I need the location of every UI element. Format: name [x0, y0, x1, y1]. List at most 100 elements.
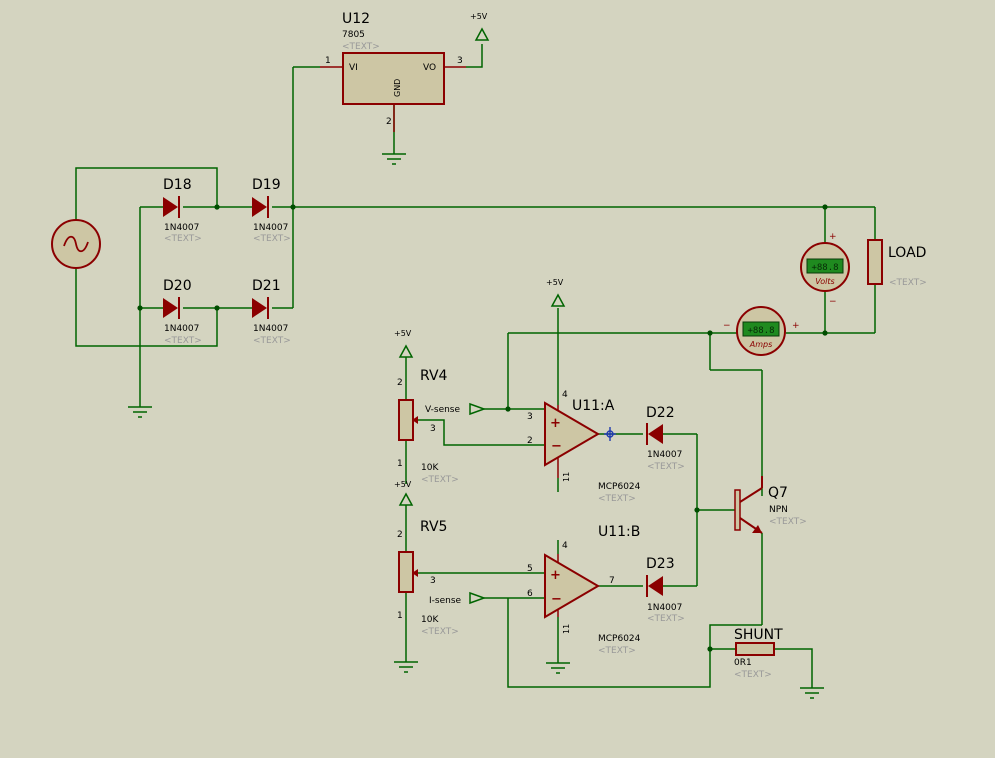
- rv5-pin2: 2: [397, 530, 403, 540]
- v-sense-label: V-sense: [425, 405, 460, 415]
- ac-source-icon[interactable]: [51, 219, 101, 269]
- net-label-v-sense[interactable]: V-sense: [425, 402, 487, 416]
- regulator-pin-vo: VO: [423, 63, 436, 73]
- potentiometer-rv4[interactable]: RV4 10K <TEXT> 2 1 3: [397, 368, 459, 485]
- opamp-b-ref: U11:B: [598, 524, 640, 540]
- shunt-resistor[interactable]: SHUNT 0R1 <TEXT>: [734, 627, 783, 680]
- potentiometer-rv5[interactable]: RV5 10K <TEXT> 2 1 3: [397, 519, 459, 637]
- junction-dots: [137, 204, 828, 652]
- diode-d22-text: <TEXT>: [647, 462, 685, 472]
- opamp-a-pin2: 2: [527, 436, 533, 446]
- rv4-text: <TEXT>: [421, 475, 459, 485]
- opamp-b-text: <TEXT>: [598, 646, 636, 656]
- diode-d20[interactable]: D20 1N4007 <TEXT>: [163, 278, 202, 346]
- power-terminal-rv4[interactable]: +5V: [394, 329, 414, 358]
- power-terminal-u12[interactable]: +5V: [470, 12, 490, 41]
- rv4-ref: RV4: [420, 368, 448, 384]
- ammeter[interactable]: +88.8 Amps − +: [723, 306, 800, 356]
- diode-d18[interactable]: D18 1N4007 <TEXT>: [163, 177, 202, 244]
- opamp-u11a[interactable]: + − U11:A MCP6024 <TEXT> 3 2 4 11: [527, 390, 641, 504]
- transistor-q7[interactable]: Q7 NPN <TEXT>: [734, 476, 807, 534]
- diode-d22[interactable]: D22 1N4007 <TEXT>: [646, 405, 685, 472]
- rv5-value: 10K: [421, 615, 439, 625]
- rv5-text: <TEXT>: [421, 627, 459, 637]
- opamp-a-pin4: 4: [562, 390, 568, 400]
- voltmeter-display: +88.8: [811, 263, 838, 273]
- regulator-part: 7805: [342, 30, 365, 40]
- rv4-pin1: 1: [397, 459, 403, 469]
- diode-d20-part: 1N4007: [164, 324, 199, 334]
- diode-d18-text: <TEXT>: [164, 234, 202, 244]
- opamp-a-minus: −: [551, 439, 562, 454]
- diode-d23[interactable]: D23 1N4007 <TEXT>: [646, 556, 685, 624]
- ammeter-minus: −: [723, 321, 731, 331]
- opamp-a-text: <TEXT>: [598, 494, 636, 504]
- ground-icon: [800, 687, 824, 699]
- ammeter-label: Amps: [749, 340, 773, 349]
- shunt-text: <TEXT>: [734, 670, 772, 680]
- voltmeter-minus: −: [829, 297, 837, 307]
- power-label: +5V: [546, 278, 564, 287]
- opamp-b-part: MCP6024: [598, 634, 641, 644]
- opamp-b-pin11: 11: [562, 624, 571, 634]
- voltmeter[interactable]: +88.8 Volts + −: [800, 232, 850, 307]
- opamp-a-pin11: 11: [562, 472, 571, 482]
- regulator-pin1: 1: [325, 56, 331, 66]
- opamp-b-pin6: 6: [527, 589, 533, 599]
- diode-d23-part: 1N4007: [647, 603, 682, 613]
- opamp-b-minus: −: [551, 592, 562, 607]
- ground-icon: [394, 661, 418, 673]
- ground-icon: [128, 406, 152, 418]
- diode-d18-ref: D18: [163, 177, 192, 193]
- regulator-u12[interactable]: U12 7805 <TEXT> VI VO GND 1 3 2: [320, 11, 466, 132]
- power-terminal-opamp[interactable]: +5V: [546, 278, 566, 307]
- diode-d23-text: <TEXT>: [647, 614, 685, 624]
- diode-d20-text: <TEXT>: [164, 336, 202, 346]
- diode-d19[interactable]: D19 1N4007 <TEXT>: [252, 177, 291, 244]
- regulator-ref: U12: [342, 11, 370, 27]
- load-resistor[interactable]: LOAD <TEXT>: [867, 239, 927, 288]
- rv4-pin3: 3: [430, 424, 436, 434]
- opamp-u11b[interactable]: + − U11:B MCP6024 <TEXT> 5 6 7 4 11: [527, 524, 641, 656]
- diode-d21[interactable]: D21 1N4007 <TEXT>: [252, 278, 291, 346]
- cursor-icon: [604, 427, 616, 441]
- diode-d18-part: 1N4007: [164, 223, 199, 233]
- diode-d23-ref: D23: [646, 556, 675, 572]
- opamp-b-pin5: 5: [527, 564, 533, 574]
- load-ref: LOAD: [888, 245, 926, 261]
- opamp-a-plus: +: [550, 416, 561, 431]
- regulator-text: <TEXT>: [342, 42, 380, 52]
- ground-symbols: [128, 153, 824, 699]
- rv4-pin2: 2: [397, 378, 403, 388]
- diode-d21-ref: D21: [252, 278, 281, 294]
- rv5-ref: RV5: [420, 519, 447, 535]
- regulator-pin2: 2: [386, 117, 392, 127]
- opamp-b-pin4: 4: [562, 541, 568, 551]
- diode-d20-ref: D20: [163, 278, 192, 294]
- regulator-pin3: 3: [457, 56, 463, 66]
- power-label: +5V: [394, 480, 412, 489]
- power-label: +5V: [394, 329, 412, 338]
- opamp-a-ref: U11:A: [572, 398, 615, 414]
- ammeter-display: +88.8: [747, 326, 774, 336]
- power-terminal-rv5[interactable]: +5V: [394, 480, 414, 506]
- q7-type: NPN: [769, 505, 788, 515]
- opamp-a-pin3: 3: [527, 412, 533, 422]
- diode-d21-part: 1N4007: [253, 324, 288, 334]
- diode-d19-text: <TEXT>: [253, 234, 291, 244]
- rv5-pin1: 1: [397, 611, 403, 621]
- regulator-pin-vi: VI: [349, 63, 358, 73]
- load-text: <TEXT>: [889, 278, 927, 288]
- shunt-value: 0R1: [734, 658, 752, 668]
- diode-d22-ref: D22: [646, 405, 675, 421]
- ground-icon: [382, 153, 406, 165]
- opamp-b-plus: +: [550, 568, 561, 583]
- diode-d19-ref: D19: [252, 177, 281, 193]
- i-sense-label: I-sense: [429, 596, 462, 606]
- regulator-pin-gnd: GND: [393, 79, 402, 97]
- opamp-b-pin7: 7: [609, 576, 615, 586]
- q7-ref: Q7: [768, 485, 788, 501]
- rv5-pin3: 3: [430, 576, 436, 586]
- net-label-i-sense[interactable]: I-sense: [429, 591, 487, 606]
